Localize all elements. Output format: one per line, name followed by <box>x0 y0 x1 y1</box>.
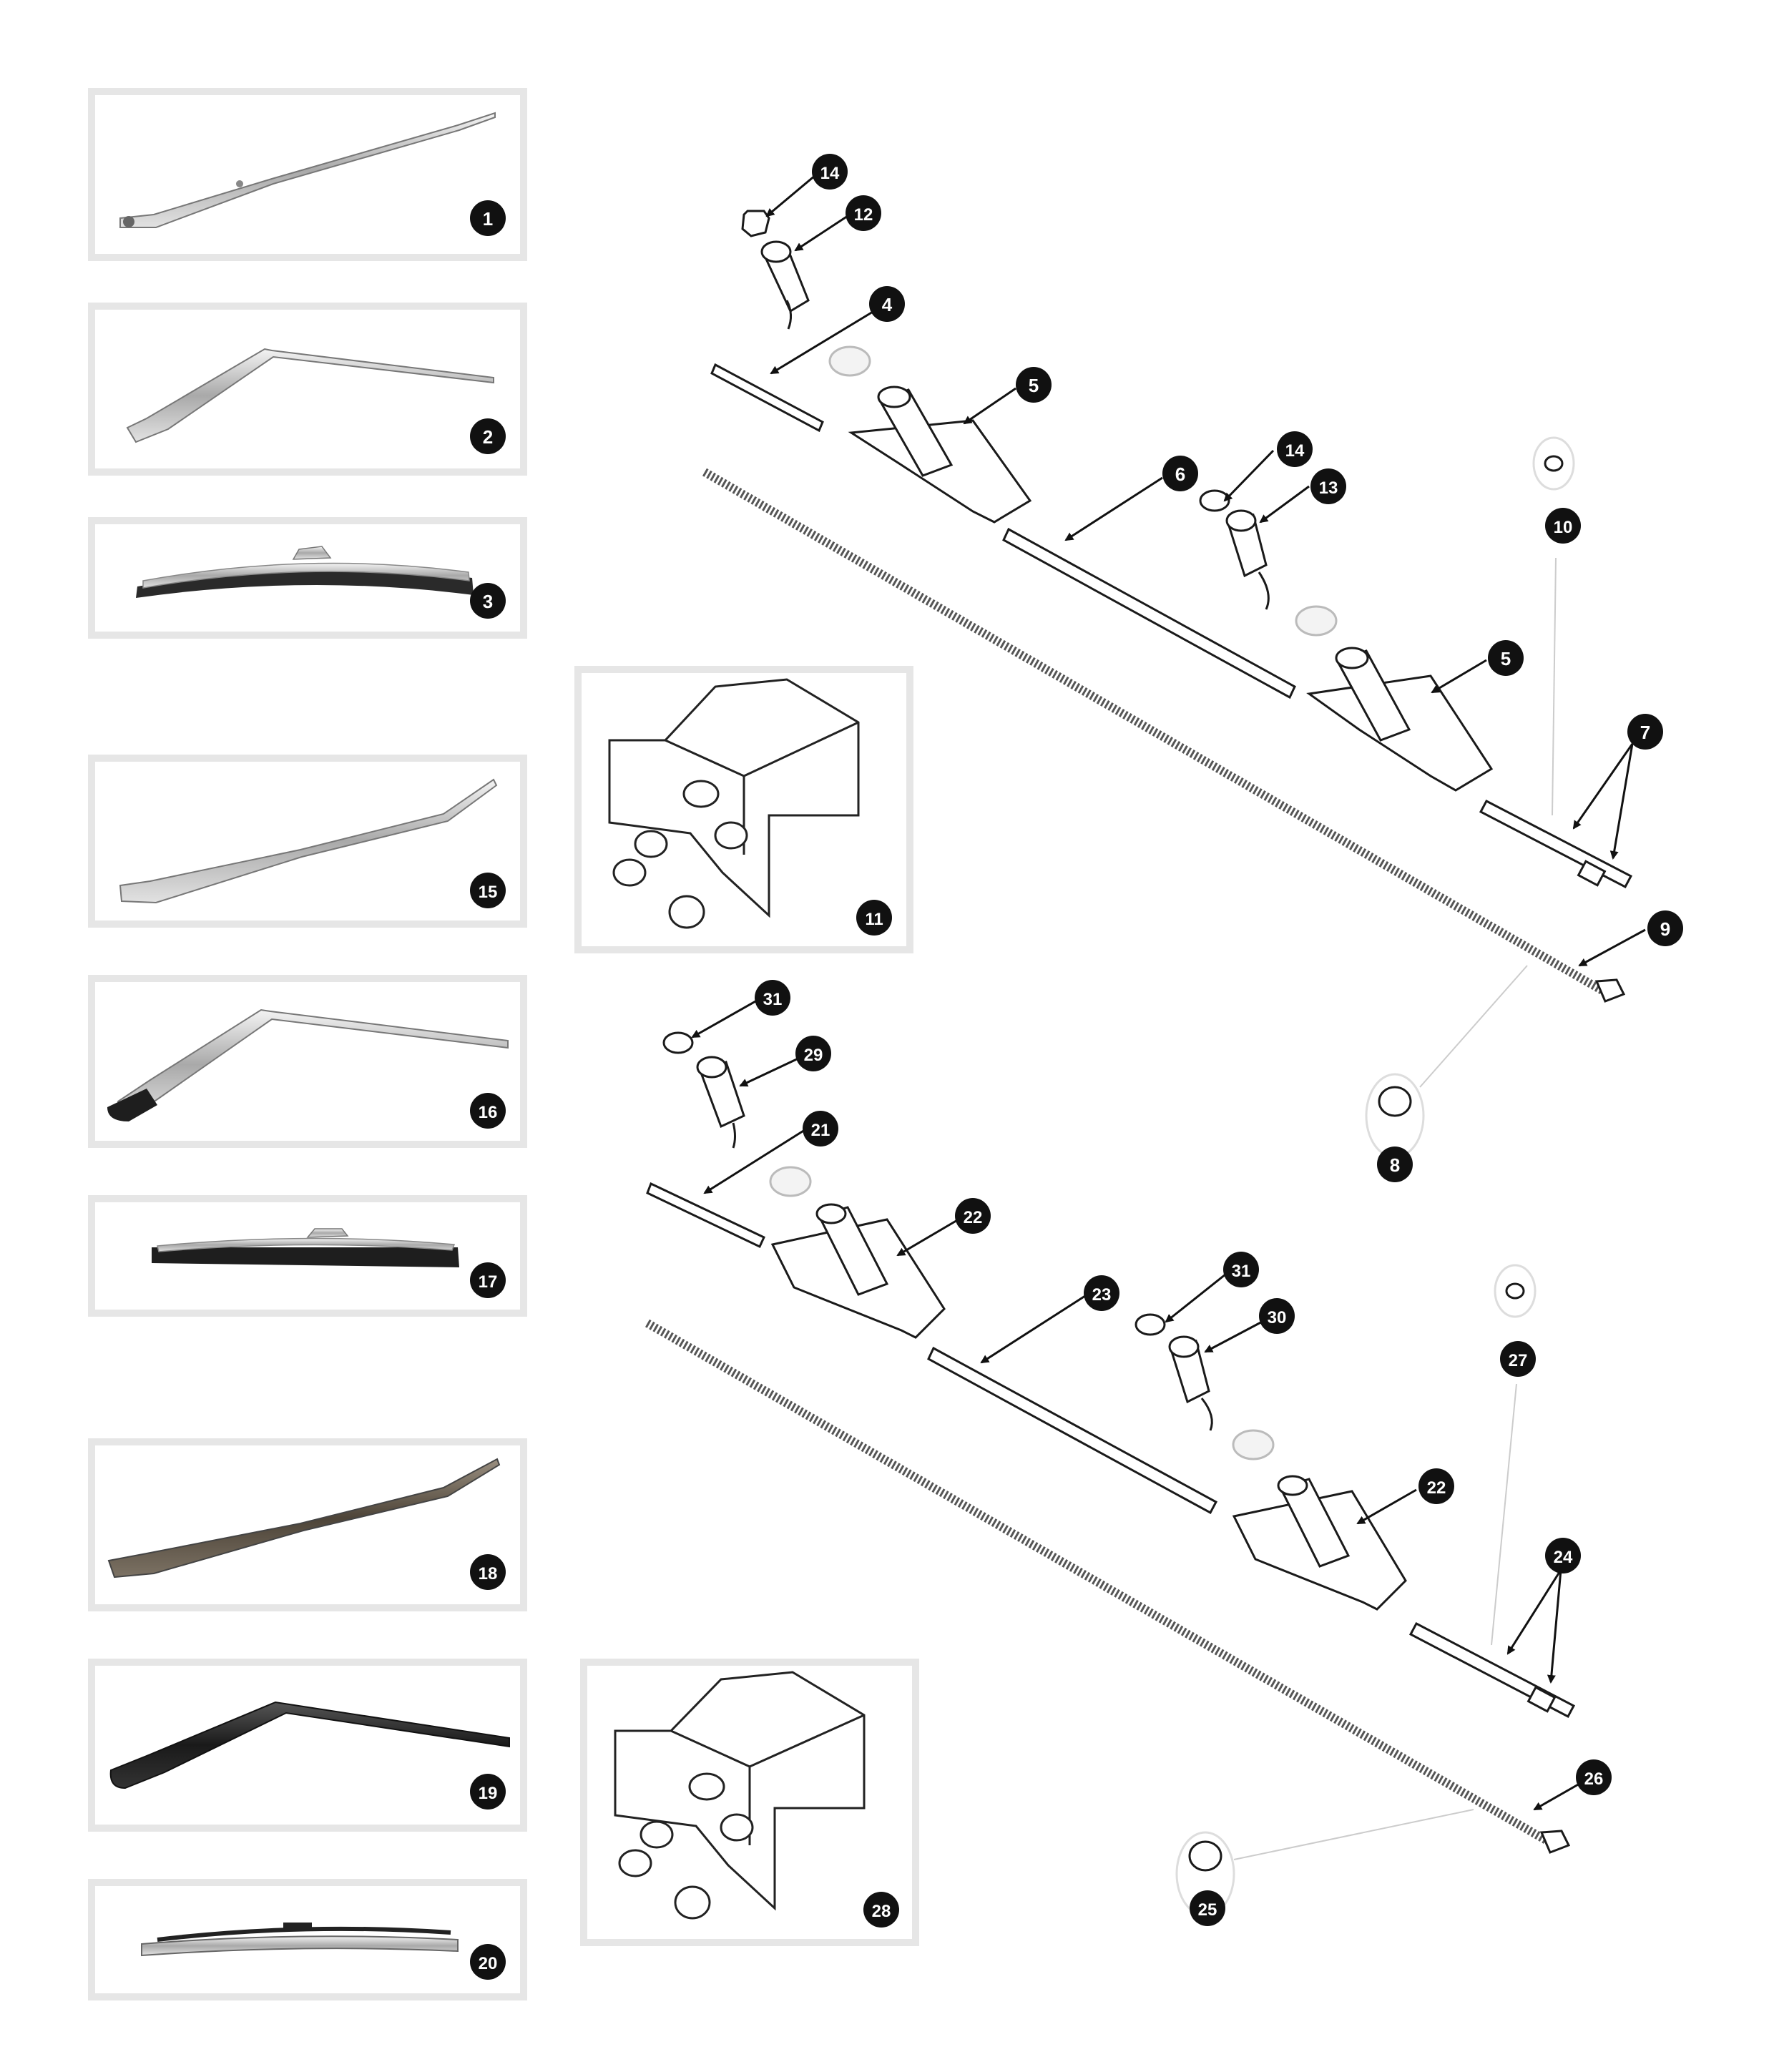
badge-30: 30 <box>1259 1298 1295 1334</box>
item-1-wiper-arm-chrome <box>88 88 527 261</box>
svg-text:15: 15 <box>479 883 498 902</box>
badge-12: 12 <box>846 195 881 231</box>
badge-5a: 5 <box>1016 367 1052 403</box>
item-28-inset-detail <box>580 1659 919 1946</box>
badge-16: 16 <box>470 1093 506 1129</box>
svg-text:23: 23 <box>1092 1285 1112 1305</box>
svg-text:30: 30 <box>1268 1308 1287 1327</box>
badge-2: 2 <box>470 418 506 454</box>
badge-28: 28 <box>863 1892 899 1928</box>
callout-badges: 1 2 3 15 16 17 18 19 20 11 28 14 12 4 5 … <box>470 154 1683 1980</box>
item-17-wiper-blade-black <box>88 1195 527 1317</box>
badge-23: 23 <box>1084 1275 1119 1311</box>
svg-text:19: 19 <box>479 1784 498 1803</box>
svg-text:8: 8 <box>1390 1154 1400 1176</box>
badge-27: 27 <box>1500 1341 1536 1377</box>
badge-20: 20 <box>470 1944 506 1980</box>
badge-13: 13 <box>1310 468 1346 504</box>
svg-text:16: 16 <box>479 1103 498 1122</box>
badge-9: 9 <box>1647 910 1683 946</box>
svg-text:18: 18 <box>479 1564 498 1584</box>
item-11-inset-detail <box>574 666 913 953</box>
badge-22a: 22 <box>955 1198 991 1234</box>
svg-text:22: 22 <box>1427 1478 1446 1498</box>
item-16-wiper-arm-dark-tip <box>88 975 527 1148</box>
item-19-wiper-arm-black <box>88 1659 527 1832</box>
svg-text:5: 5 <box>1501 648 1511 669</box>
badge-1: 1 <box>470 200 506 236</box>
badge-29: 29 <box>795 1036 831 1071</box>
svg-text:4: 4 <box>882 294 893 315</box>
badge-5b: 5 <box>1488 640 1524 676</box>
svg-text:31: 31 <box>1232 1262 1251 1281</box>
badge-14a: 14 <box>812 154 848 190</box>
badge-31a: 31 <box>755 980 790 1016</box>
svg-text:10: 10 <box>1554 518 1573 537</box>
svg-text:20: 20 <box>479 1954 498 1973</box>
item-18-wiper-arm-bronze <box>88 1438 527 1611</box>
badge-26: 26 <box>1576 1759 1612 1795</box>
svg-text:2: 2 <box>483 426 493 448</box>
badge-7: 7 <box>1627 714 1663 750</box>
svg-text:6: 6 <box>1175 463 1185 485</box>
svg-text:1: 1 <box>483 208 493 230</box>
svg-text:9: 9 <box>1660 918 1670 940</box>
callout-arrows <box>691 174 1646 1811</box>
upper-wiper-assembly <box>702 210 1633 1159</box>
svg-text:14: 14 <box>820 164 840 183</box>
badge-24: 24 <box>1545 1538 1581 1573</box>
item-20-wiper-blade-chrome <box>88 1879 527 2000</box>
badge-10: 10 <box>1545 508 1581 544</box>
lower-wiper-assembly <box>645 1031 1576 1917</box>
svg-text:24: 24 <box>1554 1548 1573 1567</box>
badge-25: 25 <box>1190 1890 1225 1926</box>
svg-text:14: 14 <box>1285 441 1305 461</box>
badge-19: 19 <box>470 1774 506 1810</box>
svg-text:27: 27 <box>1509 1351 1528 1370</box>
badge-18: 18 <box>470 1554 506 1590</box>
badge-22b: 22 <box>1418 1468 1454 1504</box>
badge-6: 6 <box>1162 456 1198 491</box>
badge-21: 21 <box>803 1111 838 1147</box>
svg-text:28: 28 <box>872 1902 891 1921</box>
badge-31b: 31 <box>1223 1252 1259 1287</box>
badge-14b: 14 <box>1277 431 1313 467</box>
svg-text:29: 29 <box>804 1046 823 1065</box>
badge-8: 8 <box>1377 1147 1413 1182</box>
svg-text:26: 26 <box>1584 1769 1604 1789</box>
svg-text:3: 3 <box>483 591 493 612</box>
svg-text:25: 25 <box>1198 1900 1217 1920</box>
svg-text:5: 5 <box>1029 375 1039 396</box>
svg-text:22: 22 <box>964 1208 983 1227</box>
svg-text:17: 17 <box>479 1272 498 1292</box>
svg-text:12: 12 <box>854 205 873 225</box>
badge-4: 4 <box>869 286 905 322</box>
svg-text:11: 11 <box>865 910 883 929</box>
badge-17: 17 <box>470 1262 506 1298</box>
badge-11: 11 <box>856 900 892 936</box>
badge-3: 3 <box>470 583 506 619</box>
item-15-wiper-arm-chrome <box>88 755 527 928</box>
item-2-wiper-arm-chrome-cranked <box>88 303 527 476</box>
svg-text:21: 21 <box>811 1121 830 1140</box>
badge-15: 15 <box>470 873 506 908</box>
item-3-wiper-blade-chrome <box>88 517 527 639</box>
svg-text:7: 7 <box>1640 722 1650 743</box>
svg-text:13: 13 <box>1319 478 1338 498</box>
svg-text:31: 31 <box>763 990 783 1009</box>
